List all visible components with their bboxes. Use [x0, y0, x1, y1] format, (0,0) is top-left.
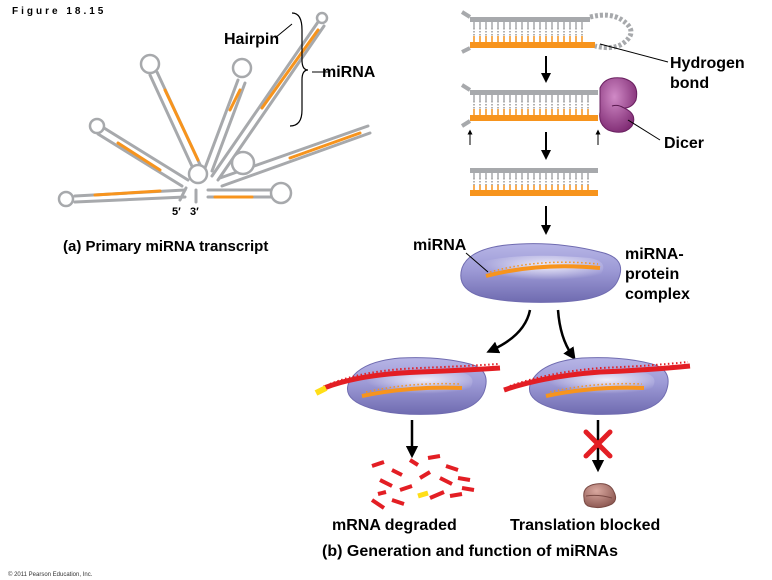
hydrogen-bond-leader [599, 43, 669, 63]
complex-label-line1: miRNA- [625, 246, 684, 263]
transcript-arm [139, 53, 205, 177]
transcript-arm [88, 117, 190, 188]
transcript-arm [206, 181, 293, 205]
transcript-arm [203, 57, 253, 173]
hydrogen-bond-label-line2: bond [670, 75, 709, 92]
caption-a: (a) Primary miRNA transcript [63, 238, 268, 255]
primary-mirna-transcript [57, 11, 372, 208]
caption-b: (b) Generation and function of miRNAs [322, 543, 618, 560]
five-prime-label: 5′ [172, 206, 181, 218]
complex-bound-mrna-right [503, 357, 691, 415]
junction-loop [230, 150, 256, 176]
mrna-degraded-label: mRNA degraded [332, 517, 457, 534]
hairpin-leader-line [274, 23, 293, 39]
copyright-notice: © 2011 Pearson Education, Inc. [8, 571, 93, 578]
junction-loop [187, 163, 209, 185]
mirna-leader-b [465, 252, 489, 273]
mrna-fragments [370, 454, 475, 510]
mirna-protein-complex [460, 243, 622, 303]
three-prime-label: 3′ [190, 206, 199, 218]
hairpin-label: Hairpin [224, 31, 279, 48]
arrow-to-translation-block [556, 309, 576, 361]
complex-label-line2: protein [625, 266, 679, 283]
blocked-x-icon [583, 429, 613, 459]
mirna-duplex [470, 168, 598, 196]
arrow-to-degradation [486, 309, 532, 354]
complex-bound-mrna-left [314, 357, 501, 415]
pre-mirna-hairpin [460, 10, 634, 54]
hairpin-bracket [289, 12, 309, 127]
hydrogen-bond-label-line1: Hydrogen [670, 55, 745, 72]
translation-blocked-label: Translation blocked [510, 517, 660, 534]
mirna-label-a: miRNA [322, 64, 376, 81]
cap-fragment [417, 490, 429, 499]
dicer-label: Dicer [664, 135, 704, 152]
complex-label-line3: complex [625, 286, 690, 303]
ribosome [583, 483, 617, 509]
dicer-enzyme [599, 77, 638, 133]
transcript-arm [57, 188, 187, 208]
dicer-leader [627, 119, 661, 141]
figure-label: Figure 18.15 [12, 6, 106, 17]
pre-mirna-with-dicer [460, 77, 638, 145]
mirna-label-b: miRNA [413, 237, 467, 254]
